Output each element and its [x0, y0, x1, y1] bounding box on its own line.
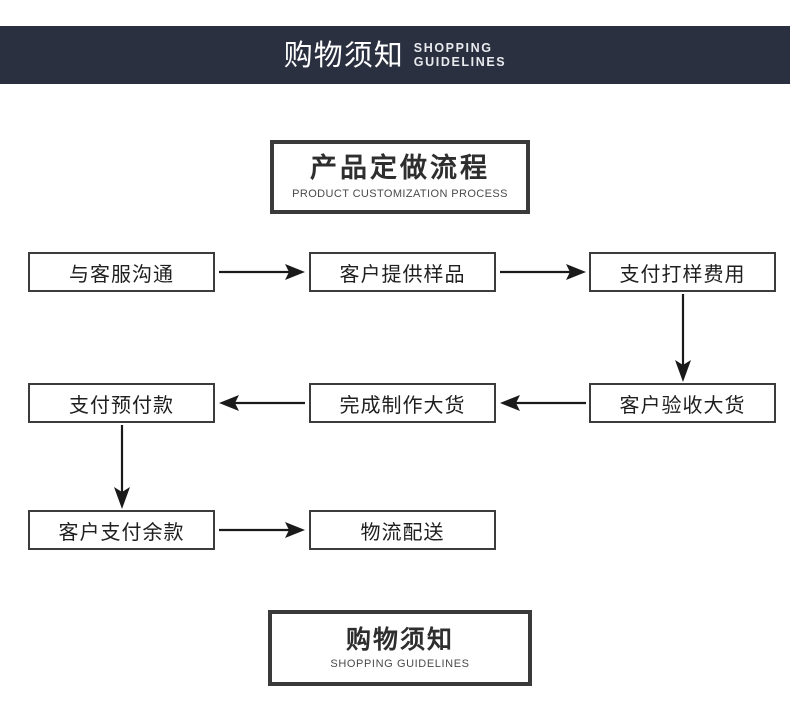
flow-node-fee: 支付打样费用 — [589, 252, 776, 292]
arrow-right-icon-balance-to-logistics — [219, 516, 305, 544]
process-title-cn: 产品定做流程 — [310, 153, 490, 185]
process-title-en: PRODUCT CUSTOMIZATION PROCESS — [292, 187, 508, 200]
footer-title-box: 购物须知 SHOPPING GUIDELINES — [268, 610, 532, 686]
shopping-guidelines-banner: 购物须知 SHOPPING GUIDELINES — [0, 26, 790, 84]
arrow-right-icon-contact-to-sample — [219, 258, 305, 286]
flow-node-accept: 客户验收大货 — [589, 383, 776, 423]
banner-content: 购物须知 SHOPPING GUIDELINES — [283, 37, 506, 72]
banner-title-cn: 购物须知 — [283, 37, 404, 72]
arrow-right-icon-sample-to-fee — [500, 258, 586, 286]
flow-node-logistics: 物流配送 — [309, 510, 496, 550]
footer-title-cn: 购物须知 — [345, 625, 454, 655]
arrow-down-icon-prepay-to-balance — [103, 425, 141, 509]
banner-title-en: SHOPPING GUIDELINES — [414, 41, 506, 70]
banner-title-en-line1: SHOPPING — [413, 40, 493, 55]
arrow-down-icon-fee-to-accept — [664, 294, 702, 382]
flow-node-produce: 完成制作大货 — [309, 383, 496, 423]
flow-node-prepay: 支付预付款 — [28, 383, 215, 423]
footer-title-en: SHOPPING GUIDELINES — [330, 657, 470, 670]
banner-title-en-line2: GUIDELINES — [413, 55, 507, 69]
flow-node-contact: 与客服沟通 — [28, 252, 215, 292]
arrow-left-icon-produce-to-prepay — [219, 389, 305, 417]
process-title-box: 产品定做流程 PRODUCT CUSTOMIZATION PROCESS — [270, 140, 530, 214]
flow-node-balance: 客户支付余款 — [28, 510, 215, 550]
flow-node-sample: 客户提供样品 — [309, 252, 496, 292]
arrow-left-icon-accept-to-produce — [500, 389, 586, 417]
